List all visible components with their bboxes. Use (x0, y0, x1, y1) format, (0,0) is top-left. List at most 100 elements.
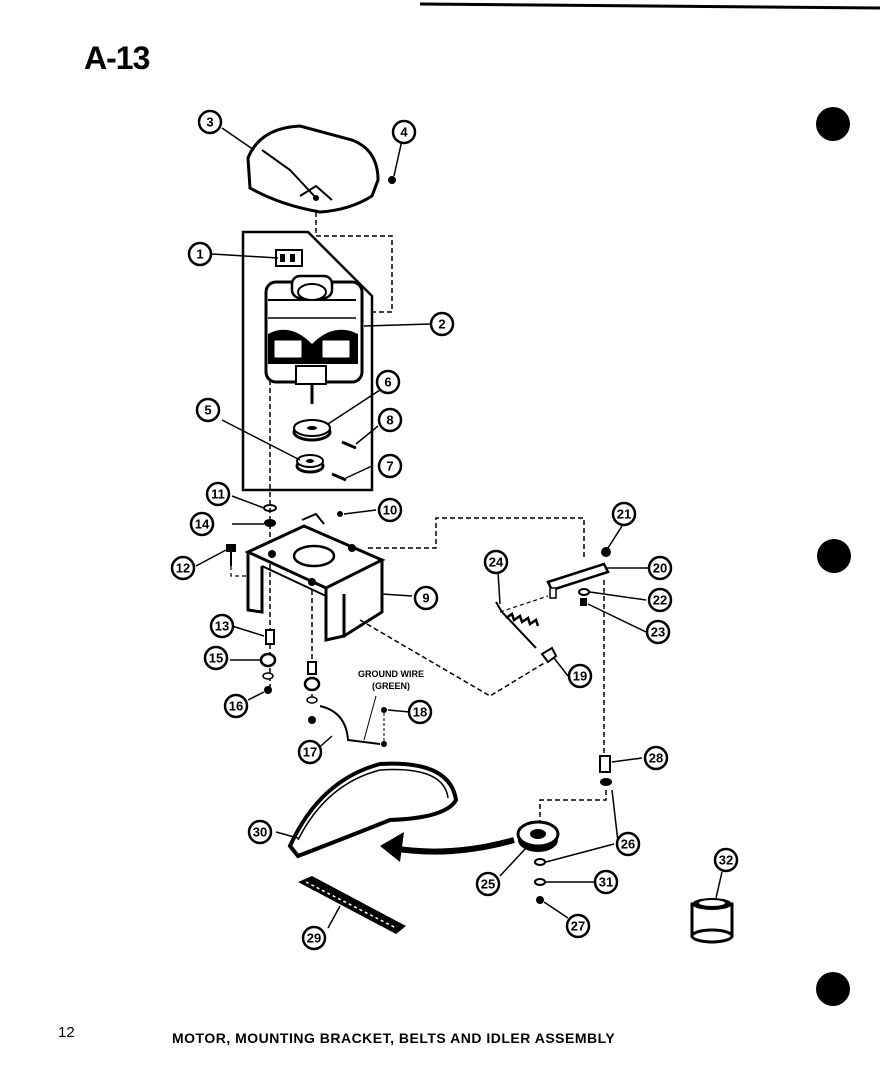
callout-bubble (475, 871, 501, 897)
callout-number: 7 (386, 459, 393, 474)
leader-lines (195, 127, 723, 929)
motor (264, 274, 364, 404)
callout-number: 4 (400, 125, 408, 140)
belt-direction-arrow (391, 837, 515, 855)
callout-number: 15 (209, 651, 223, 666)
set-screw (331, 472, 347, 482)
motor-group-outline (241, 230, 374, 492)
callout-bubble (413, 585, 439, 611)
ground-wire (319, 705, 381, 745)
ground-wire-label: GROUND WIRE (358, 669, 424, 679)
callout-number: 22 (653, 593, 667, 608)
lint-filter (690, 898, 734, 944)
spacer (265, 629, 275, 645)
callout-bubble (567, 663, 593, 689)
idler-shaft (599, 755, 611, 773)
callout-bubble (247, 819, 273, 845)
callout-bubble (647, 587, 673, 613)
callout-number: 3 (206, 115, 213, 130)
callout-bubble (297, 739, 323, 765)
callout-bubble (377, 497, 403, 523)
idler-pulley (516, 820, 560, 852)
pump-belt (298, 876, 406, 934)
callout-bubble (611, 501, 637, 527)
callout-bubble (189, 511, 215, 537)
callout-number: 26 (621, 837, 635, 852)
callout-bubble (197, 109, 223, 135)
callout-number: 16 (229, 699, 243, 714)
callout-bubble (593, 869, 619, 895)
binder-hole (817, 539, 851, 573)
callout-number: 18 (413, 705, 427, 720)
callout-number: 13 (215, 619, 229, 634)
page-title: A-13 (84, 40, 150, 76)
callout-bubble (187, 241, 213, 267)
callout-bubble (615, 831, 641, 857)
callout-group: 3412658711101412913151617182120242223192… (170, 109, 739, 951)
grommet (259, 652, 277, 668)
callout-number: 17 (303, 745, 317, 760)
callout-number: 25 (481, 877, 495, 892)
callout-number: 14 (195, 517, 210, 532)
callout-bubble (407, 699, 433, 725)
callout-bubble (377, 407, 403, 433)
callout-number: 5 (204, 403, 211, 418)
callout-bubble (377, 453, 403, 479)
callout-bubble (483, 549, 509, 575)
idler-arm (546, 562, 610, 599)
binder-hole (816, 972, 850, 1006)
page-number: 12 (58, 1024, 75, 1041)
callout-number: 24 (489, 555, 504, 570)
callout-bubble (713, 847, 739, 873)
spring (495, 601, 540, 649)
callout-number: 27 (571, 919, 585, 934)
clip (540, 646, 558, 664)
callout-bubble (301, 925, 327, 951)
callout-number: 28 (649, 751, 663, 766)
terminal-block (275, 249, 303, 267)
callout-bubble (209, 613, 235, 639)
motor-cover (246, 124, 380, 214)
callout-bubble (565, 913, 591, 939)
callout-number: 10 (383, 503, 397, 518)
figure-caption: MOTOR, MOUNTING BRACKET, BELTS AND IDLER… (172, 1030, 616, 1046)
bolt (226, 544, 248, 577)
nut-icon (264, 686, 272, 694)
callout-number: 23 (651, 625, 665, 640)
pulley (292, 419, 332, 442)
callout-bubble (643, 745, 669, 771)
binder-hole (816, 107, 850, 141)
callout-bubble (195, 397, 221, 423)
drive-belt (287, 761, 459, 859)
callout-bubble (429, 311, 455, 337)
callout-number: 30 (253, 825, 267, 840)
set-screw (341, 440, 357, 450)
ground-wire-color-label: (GREEN) (372, 681, 410, 691)
callout-number: 6 (384, 375, 391, 390)
scan-edge (419, 2, 881, 10)
callout-number: 11 (211, 487, 225, 502)
callout-bubble (375, 369, 401, 395)
callout-number: 31 (599, 875, 613, 890)
callout-number: 32 (719, 853, 733, 868)
callout-number: 8 (386, 413, 393, 428)
callout-bubble (205, 481, 231, 507)
callout-bubble (223, 693, 249, 719)
callout-number: 20 (653, 561, 667, 576)
callout-number: 1 (196, 247, 203, 262)
callout-number: 12 (176, 561, 190, 576)
nut-icon (388, 176, 396, 184)
callout-number: 19 (573, 669, 587, 684)
callout-number: 29 (307, 931, 321, 946)
callout-bubble (391, 119, 417, 145)
callout-bubble (645, 619, 671, 645)
callout-bubble (647, 555, 673, 581)
callout-number: 21 (617, 507, 631, 522)
small-pulley (295, 454, 325, 474)
mounting-bracket (244, 512, 386, 642)
callout-bubble (170, 555, 196, 581)
callout-number: 9 (422, 591, 429, 606)
nut-icon (601, 547, 611, 557)
callout-bubble (203, 645, 229, 671)
